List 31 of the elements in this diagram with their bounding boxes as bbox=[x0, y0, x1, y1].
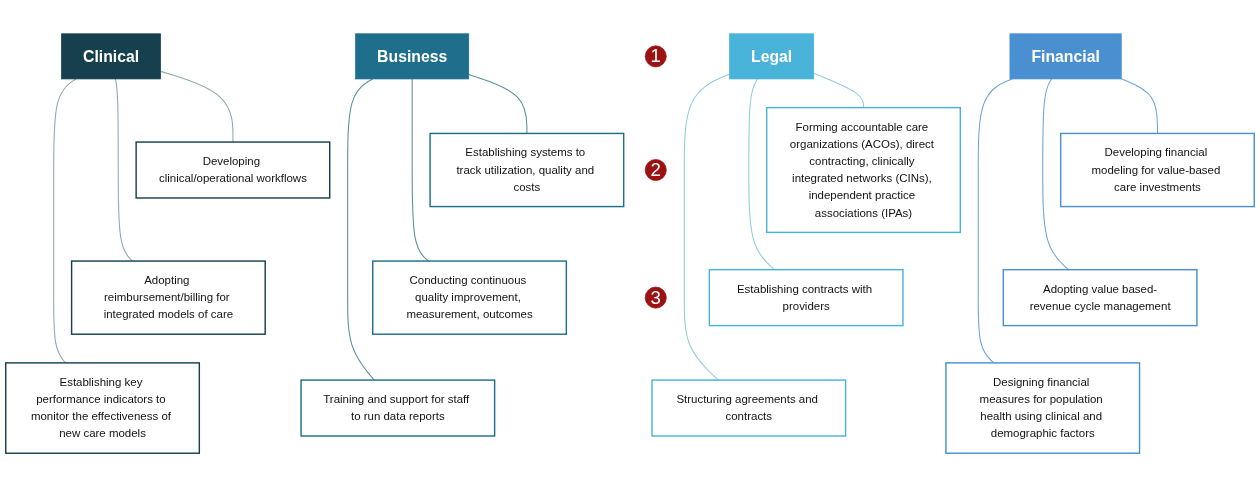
connector bbox=[468, 74, 528, 134]
node-circle: 2 bbox=[644, 159, 667, 181]
connector bbox=[160, 70, 234, 143]
connector bbox=[748, 78, 776, 271]
node-box: Designing financial measures for population health using clinical and demographic factors bbox=[945, 362, 1141, 454]
node-box: Business bbox=[355, 33, 470, 80]
connector bbox=[1120, 78, 1158, 134]
node-box: Developing financial modeling for value-based care investments bbox=[1059, 132, 1255, 208]
connector bbox=[1042, 78, 1070, 271]
node-box: Adopting value based-revenue cycle management bbox=[1002, 268, 1198, 327]
node-circle: 1 bbox=[644, 45, 667, 68]
node-box: Structuring agreements and contracts bbox=[651, 379, 847, 437]
connector bbox=[683, 73, 731, 381]
connector bbox=[53, 78, 77, 364]
connector bbox=[411, 78, 429, 262]
node-box: Conducting continuous quality improvement, measurement, outcomes bbox=[372, 260, 568, 335]
node-box: Financial bbox=[1009, 33, 1122, 80]
connector bbox=[977, 78, 1013, 364]
node-box: Establishing contracts with providers bbox=[708, 268, 904, 327]
connector bbox=[813, 72, 865, 109]
node-box: Adopting reimbursement/billing for integrated models of care bbox=[70, 260, 266, 335]
node-box: Forming accountable care organizations (ACOs), direct contracting, clinically integrated networks (CINs), independent practice associations (IPAs) bbox=[766, 106, 961, 234]
connector bbox=[114, 78, 133, 262]
connector bbox=[347, 78, 375, 381]
node-box: Clinical bbox=[61, 33, 161, 80]
node-box: Establishing systems to track utilization, quality and costs bbox=[429, 132, 625, 208]
node-box: Training and support for staff to run data reports bbox=[300, 379, 496, 437]
node-box: Developing clinical/operational workflows bbox=[135, 141, 331, 199]
node-box: Legal bbox=[729, 33, 815, 80]
node-circle: 3 bbox=[644, 286, 667, 309]
node-box: Establishing key performance indicators to monitor the effectiveness of new care models bbox=[5, 362, 201, 454]
